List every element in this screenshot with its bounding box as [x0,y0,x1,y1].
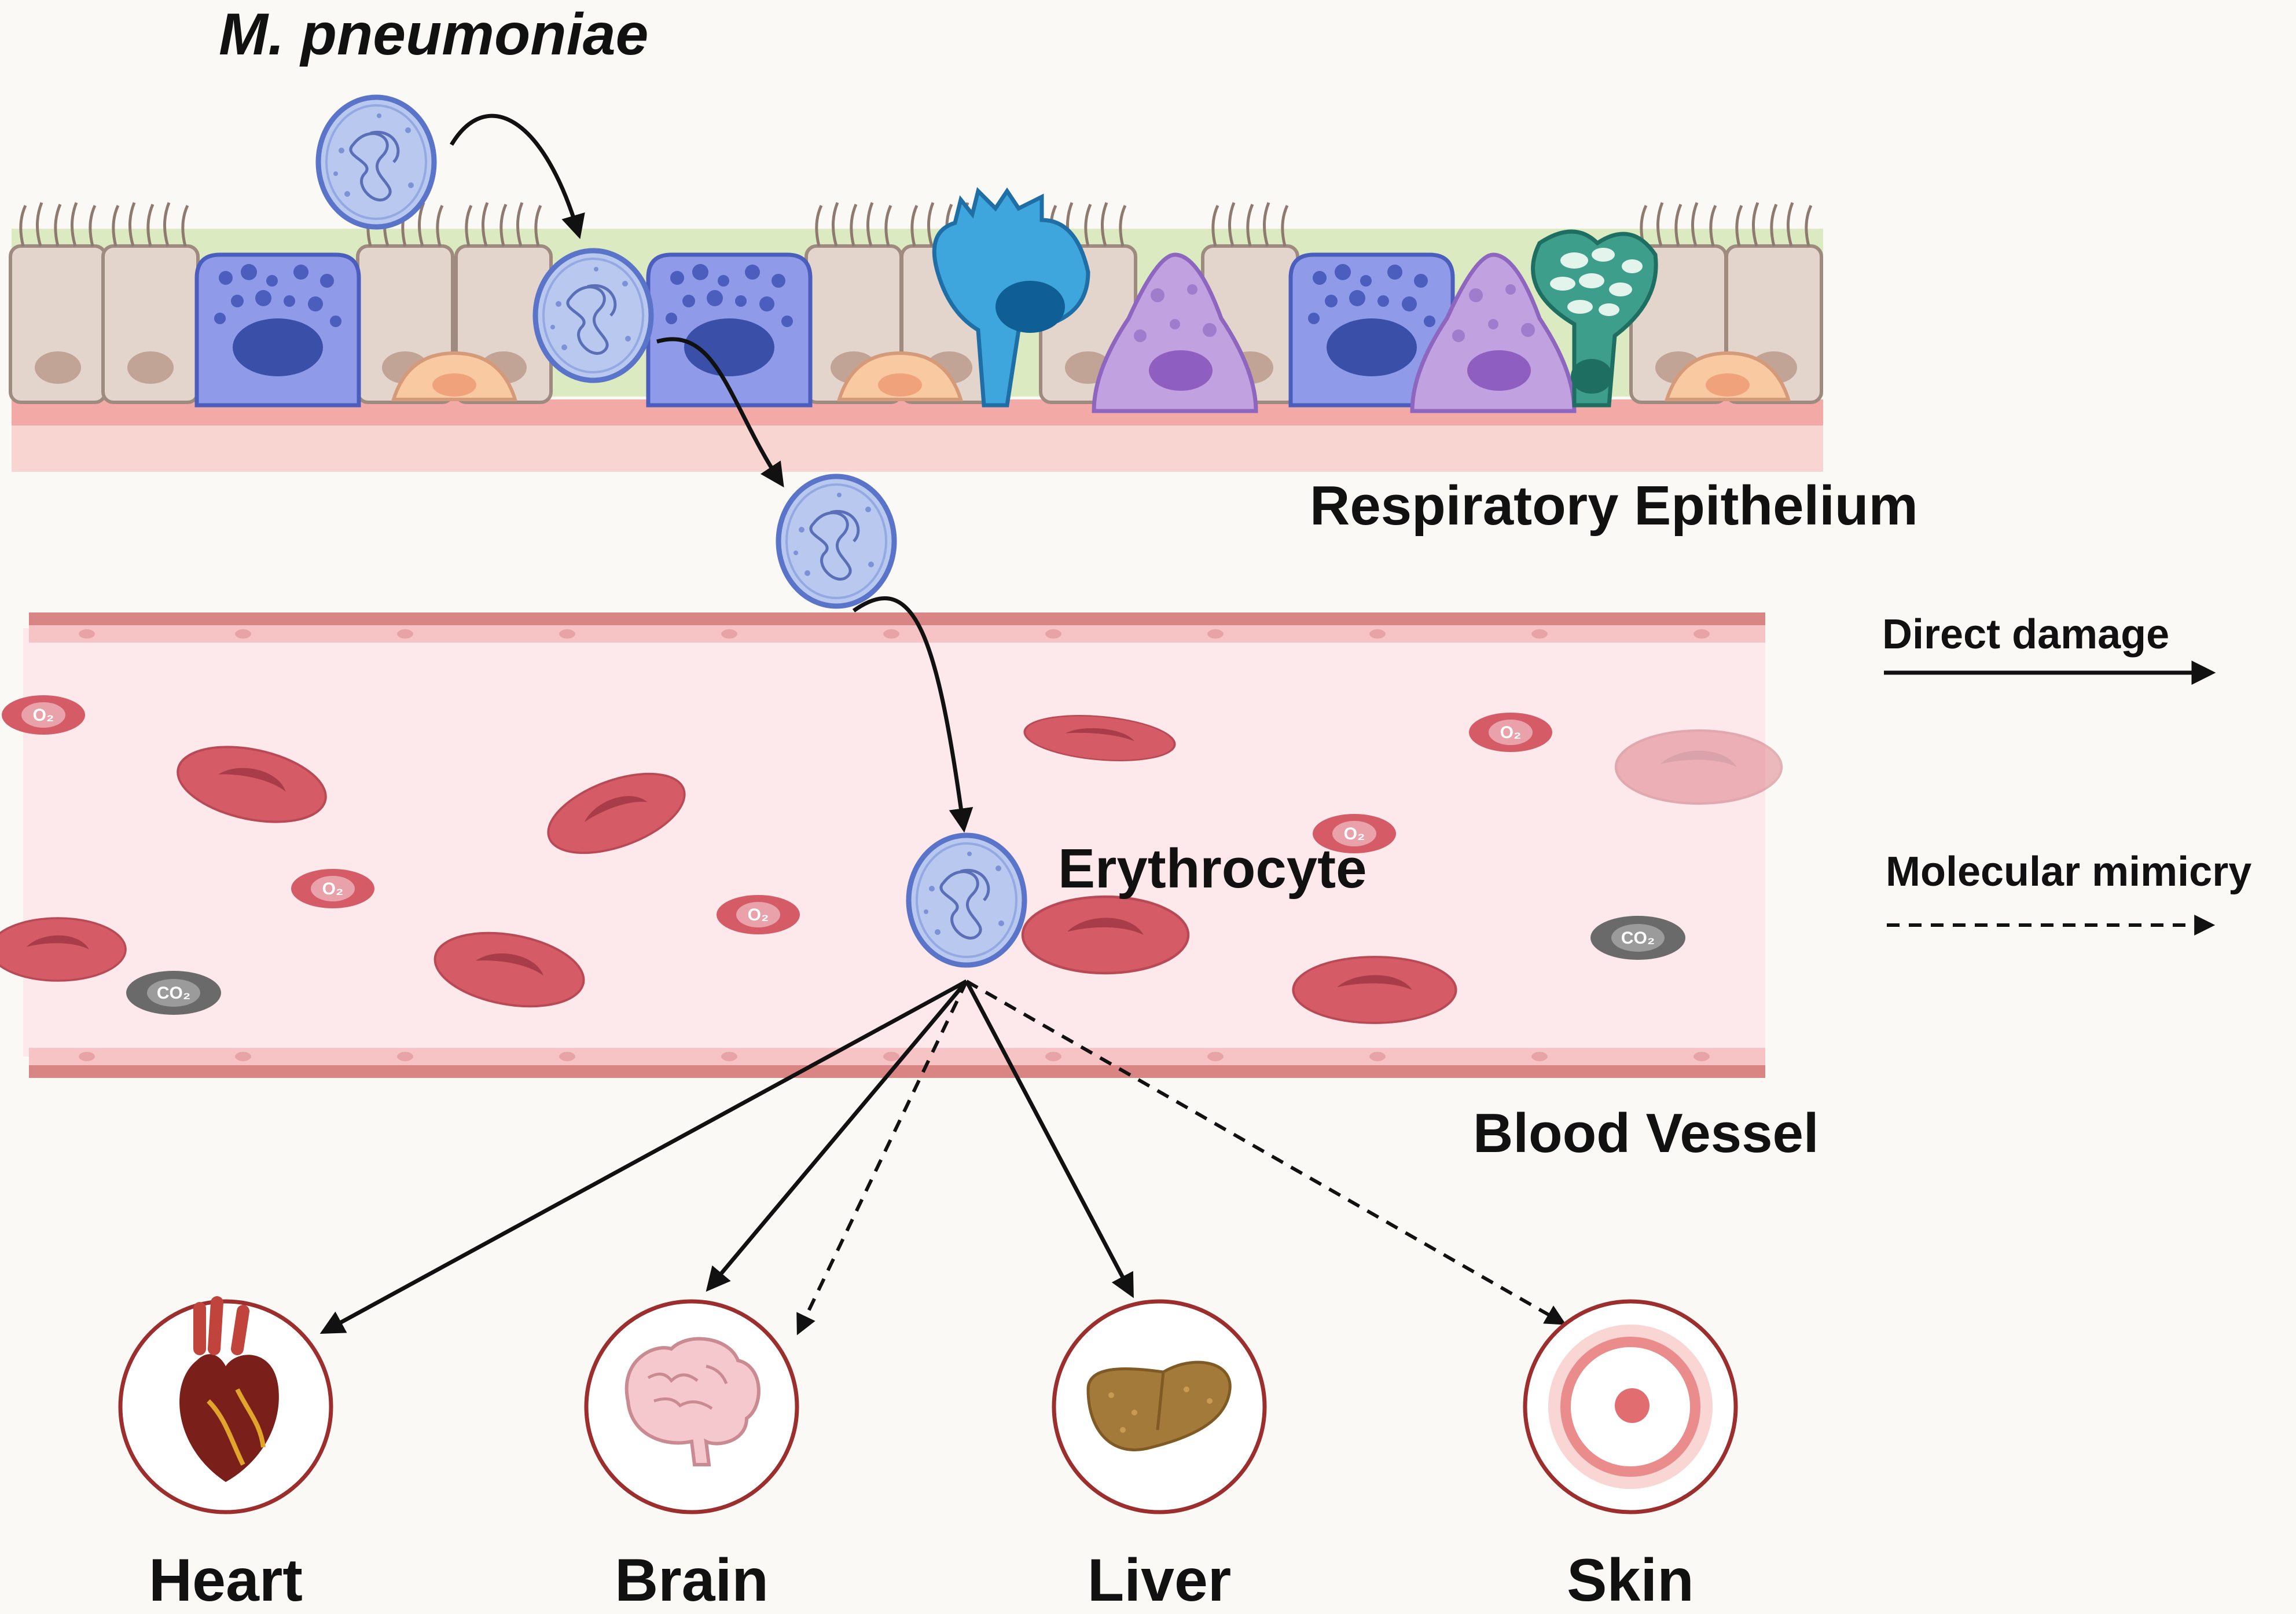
liver-icon [1086,1360,1232,1451]
blood-vessel-label: Blood Vessel [1473,1102,1819,1164]
club-cell [1531,229,1658,408]
respiratory-epithelium [10,187,1823,472]
brush-cell [932,187,1090,408]
skin-rash-icon [1548,1325,1713,1489]
organ-label-heart: Heart [149,1547,303,1614]
svg-text:O₂: O₂ [1500,723,1522,742]
svg-text:O₂: O₂ [1344,824,1365,843]
bacterium-blood [909,835,1024,965]
heart-target [118,1296,333,1514]
brain-icon [624,1337,761,1466]
erythrocyte-label: Erythrocyte [1058,838,1367,900]
arrow-heart-direct [319,979,968,1334]
blood-vessel: O₂ O₂ O₂ O₂ O₂ CO₂ CO₂ [0,612,1781,1078]
svg-text:CO₂: CO₂ [157,984,190,1003]
organ-label-skin: Skin [1567,1547,1694,1614]
heart-icon [179,1296,279,1482]
arrow-penetration [656,337,784,487]
arrow-entry [450,113,585,240]
arrow-liver-direct [964,980,1134,1298]
route-arrows [450,113,973,833]
arrow-skin-mimicry [965,980,1567,1325]
svg-text:O₂: O₂ [322,879,344,898]
arrow-bloodstream [852,596,973,833]
carbon-dioxide-molecules: CO₂ CO₂ [126,916,1685,1015]
bacterium-invading [535,251,651,380]
bacterium-airway [318,97,434,227]
epithelium-label: Respiratory Epithelium [1310,475,1918,537]
organ-label-brain: Brain [615,1547,769,1614]
vessel-wall-top [29,612,1765,625]
legend [1884,661,2216,936]
organ-targets [118,1296,1738,1514]
svg-text:CO₂: CO₂ [1621,929,1655,948]
legend-mimicry-label: Molecular mimicry [1886,849,2252,895]
lamina-propria [12,425,1823,472]
liver-target [1052,1299,1267,1514]
oxygen-molecules: O₂ O₂ O₂ O₂ O₂ [2,695,1552,934]
pathogen-title: M. pneumoniae [219,1,649,67]
arrow-brain-direct [706,980,968,1292]
bacterium-crossing [778,476,894,606]
vessel-lumen [23,628,1765,1057]
svg-text:O₂: O₂ [33,706,54,725]
legend-direct-label: Direct damage [1882,611,2170,658]
svg-text:O₂: O₂ [748,905,769,925]
vessel-wall-bottom [29,1065,1765,1078]
organ-label-liver: Liver [1087,1547,1232,1614]
brain-target [584,1299,799,1514]
skin-target [1523,1299,1738,1514]
dissemination-arrows [319,979,1567,1336]
